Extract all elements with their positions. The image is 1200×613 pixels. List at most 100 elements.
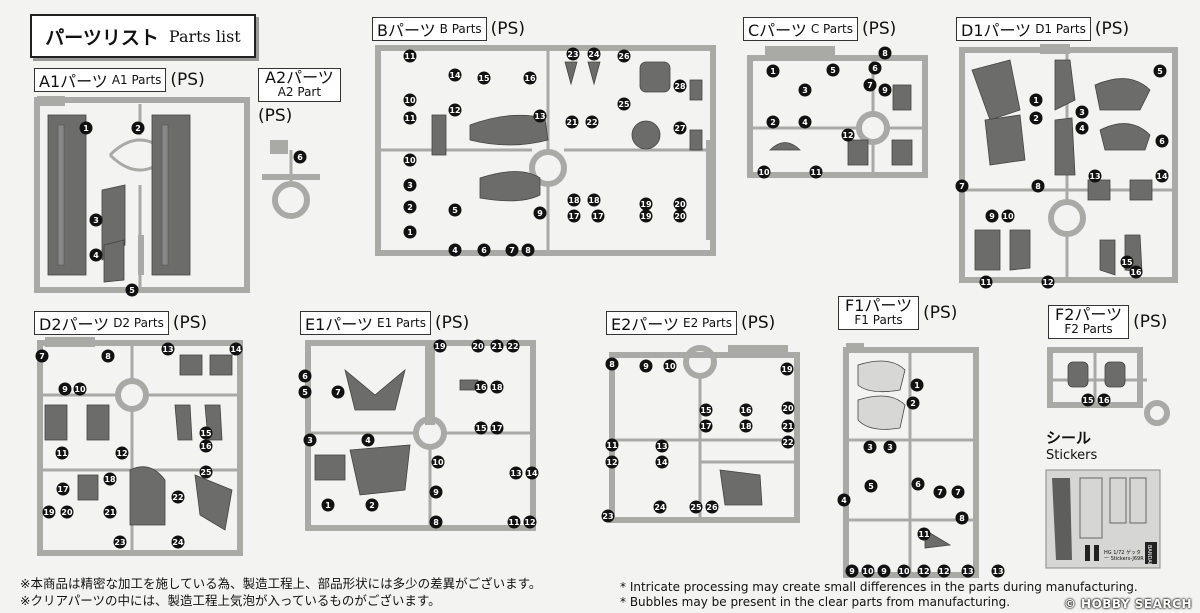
- part-number-b-22: 22: [585, 115, 599, 129]
- svg-text:6: 6: [481, 246, 487, 255]
- svg-text:3: 3: [1079, 108, 1085, 117]
- svg-text:16: 16: [200, 442, 212, 451]
- stickers-label-en: Stickers: [1046, 448, 1098, 463]
- part-number-e1-21: 21: [490, 339, 504, 353]
- part-number-d1-10: 10: [1001, 209, 1015, 223]
- svg-text:4: 4: [365, 436, 371, 445]
- part-number-b-11: 11: [403, 49, 417, 63]
- part-number-e2-25: 25: [689, 500, 703, 514]
- part-number-f2-15: 15: [1081, 393, 1095, 407]
- svg-text:12: 12: [1042, 278, 1053, 287]
- svg-text:16: 16: [1098, 396, 1110, 405]
- part-number-e1-16: 16: [474, 380, 488, 394]
- svg-text:17: 17: [57, 485, 68, 494]
- svg-text:18: 18: [104, 475, 116, 484]
- svg-text:22: 22: [172, 493, 183, 502]
- svg-text:21: 21: [782, 422, 794, 431]
- part-number-e2-22: 22: [781, 435, 795, 449]
- svg-text:8: 8: [105, 352, 111, 361]
- part-number-e1-22: 22: [506, 339, 520, 353]
- svg-text:13: 13: [962, 567, 973, 576]
- part-number-c-8: 8: [878, 46, 892, 60]
- parts-list-title: パーツリスト Parts list: [30, 14, 256, 58]
- part-number-e2-18: 18: [739, 419, 753, 433]
- part-number-e1-11: 11: [507, 515, 521, 529]
- part-number-e2-15: 15: [699, 403, 713, 417]
- part-number-b-13: 13: [533, 109, 547, 123]
- svg-text:13: 13: [992, 567, 1003, 576]
- svg-text:2: 2: [369, 501, 375, 510]
- part-number-c-2: 2: [766, 115, 780, 129]
- svg-text:10: 10: [664, 362, 676, 371]
- svg-text:24: 24: [654, 503, 666, 512]
- svg-text:15: 15: [1082, 396, 1094, 405]
- svg-text:16: 16: [1130, 268, 1142, 277]
- svg-text:10: 10: [404, 156, 416, 165]
- svg-text:2: 2: [407, 203, 413, 212]
- part-number-e2-16: 16: [739, 403, 753, 417]
- svg-text:9: 9: [643, 362, 649, 371]
- svg-text:4: 4: [93, 251, 99, 260]
- watermark: © HOBBY SEARCH: [1063, 597, 1192, 611]
- svg-text:26: 26: [618, 52, 630, 61]
- part-number-c-6: 6: [868, 61, 882, 75]
- part-number-e2-14: 14: [655, 455, 669, 469]
- part-number-e1-6: 6: [298, 369, 312, 383]
- part-number-f1-5: 5: [864, 479, 878, 493]
- svg-text:13: 13: [162, 345, 173, 354]
- part-number-e2-19: 19: [780, 362, 794, 376]
- svg-text:12: 12: [938, 567, 949, 576]
- svg-text:3: 3: [407, 181, 413, 190]
- runner-a1: [34, 96, 250, 293]
- part-number-e1-13: 13: [509, 466, 523, 480]
- part-number-b-5: 5: [448, 203, 462, 217]
- svg-text:23: 23: [602, 512, 613, 521]
- svg-text:4: 4: [452, 246, 458, 255]
- part-number-a1-1: 1: [79, 121, 93, 135]
- svg-text:8: 8: [959, 514, 965, 523]
- svg-text:6: 6: [302, 372, 308, 381]
- svg-text:6: 6: [915, 480, 921, 489]
- part-number-f1-7: 7: [933, 485, 947, 499]
- svg-text:8: 8: [609, 360, 615, 369]
- svg-text:5: 5: [830, 66, 836, 75]
- svg-text:15: 15: [700, 406, 712, 415]
- part-number-a1-2: 2: [131, 121, 145, 135]
- runner-d1: [959, 44, 1178, 283]
- svg-text:9: 9: [849, 567, 855, 576]
- svg-text:11: 11: [508, 518, 520, 527]
- part-number-c-9: 9: [878, 83, 892, 97]
- runner-a2: [262, 140, 320, 219]
- part-number-f1-2: 2: [906, 396, 920, 410]
- part-number-e2-26: 26: [705, 500, 719, 514]
- part-number-b-24: 24: [587, 47, 601, 61]
- svg-text:3: 3: [307, 436, 313, 445]
- svg-text:27: 27: [674, 124, 685, 133]
- part-number-e2-13: 13: [655, 439, 669, 453]
- svg-text:5: 5: [1157, 67, 1163, 76]
- part-number-d1-8: 8: [1031, 179, 1045, 193]
- part-number-e1-15: 15: [474, 421, 488, 435]
- svg-text:19: 19: [640, 212, 652, 221]
- svg-text:4: 4: [1079, 124, 1085, 133]
- svg-text:19: 19: [781, 365, 793, 374]
- svg-text:12: 12: [606, 458, 617, 467]
- part-number-a1-4: 4: [89, 248, 103, 262]
- part-number-d2-21: 21: [103, 505, 117, 519]
- svg-text:20: 20: [782, 404, 794, 413]
- part-number-d1-9: 9: [985, 209, 999, 223]
- part-number-c-3: 3: [798, 83, 812, 97]
- svg-text:15: 15: [1121, 258, 1133, 267]
- part-number-b-20: 20: [673, 197, 687, 211]
- svg-text:24: 24: [172, 538, 184, 547]
- stickers-label: シール Stickers: [1046, 430, 1097, 464]
- part-number-e2-17: 17: [699, 419, 713, 433]
- part-number-e1-7: 7: [331, 385, 345, 399]
- svg-text:18: 18: [568, 196, 580, 205]
- part-number-b-25: 25: [617, 97, 631, 111]
- svg-text:7: 7: [959, 182, 965, 191]
